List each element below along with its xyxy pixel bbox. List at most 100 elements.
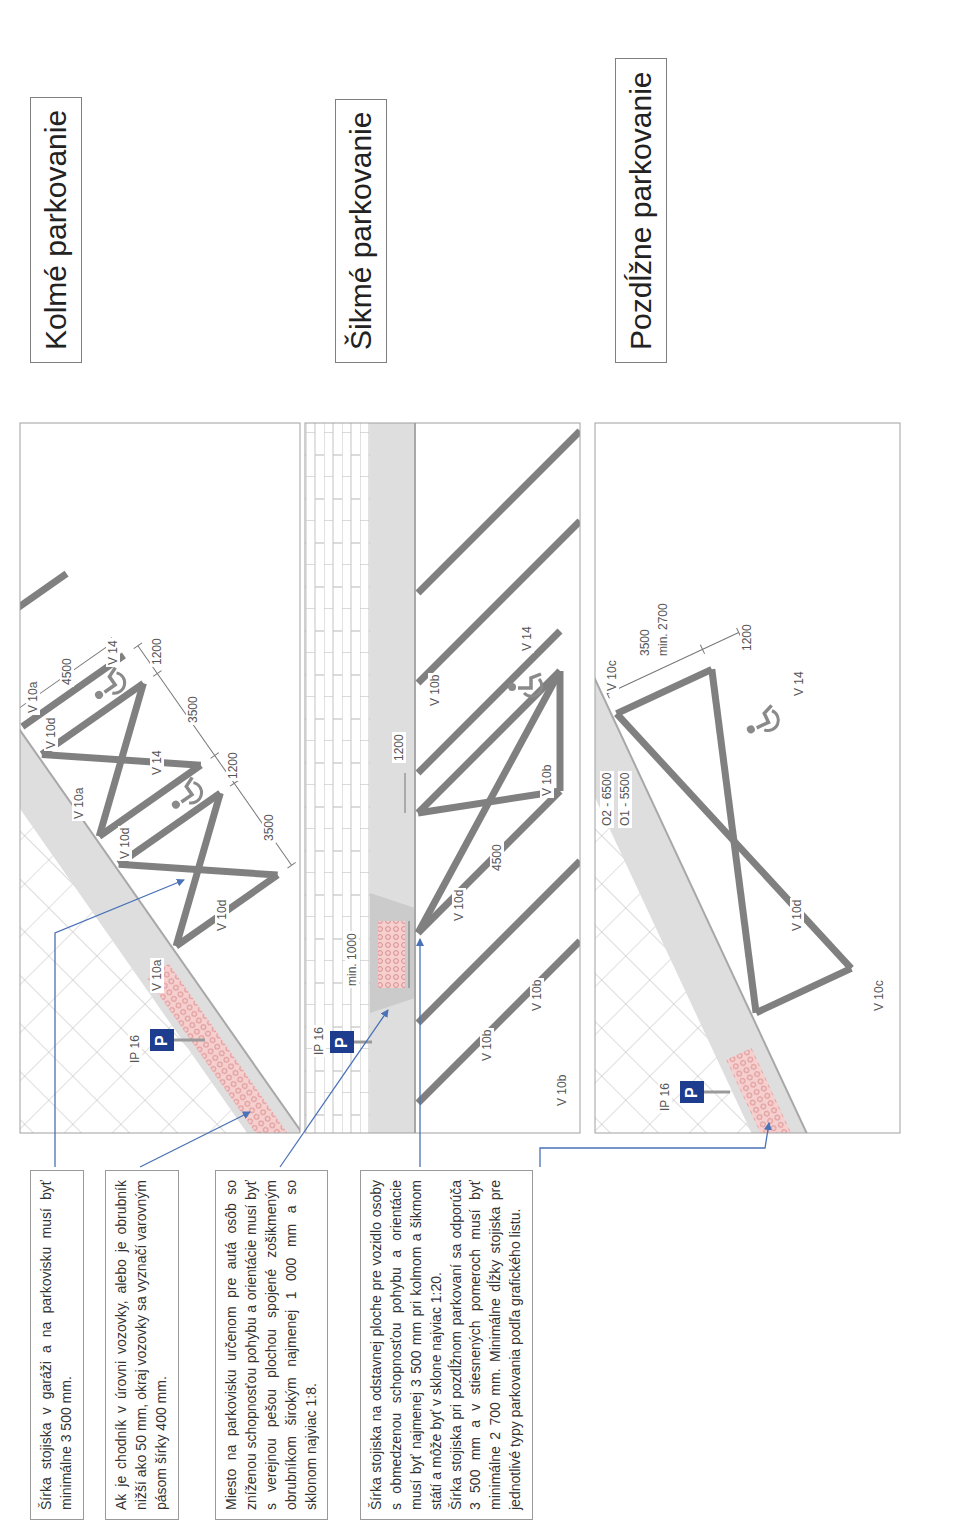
parallel-parking-plan	[607, 632, 738, 693]
note-text: Šírka stojiska pri pozdĺžnom parkovaní s…	[447, 1180, 527, 1510]
dimension-label: 1200	[150, 636, 164, 667]
angled-parking-plan	[330, 1031, 354, 1053]
angled-parking-plan	[557, 671, 564, 791]
panel-frame	[20, 423, 900, 1133]
perpendicular-parking-plan	[42, 683, 201, 836]
angled-parking-plan	[418, 791, 560, 813]
dimension-label: V 10c	[605, 658, 619, 693]
dimension-label: V 10d	[118, 826, 132, 861]
parallel-parking-plan	[605, 628, 741, 698]
leader-line	[55, 880, 184, 1167]
dimension-label: V 14	[520, 624, 534, 653]
dimension-label: V 10b	[480, 1028, 494, 1063]
angled-parking-plan	[416, 423, 580, 1133]
parallel-parking-plan	[726, 1048, 815, 1133]
perpendicular-parking-plan	[20, 423, 300, 1133]
dimension-label: V 10d	[215, 898, 229, 933]
dimension-label: V 14	[150, 748, 164, 777]
perpendicular-parking-plan	[287, 862, 295, 868]
angled-parking-plan	[418, 671, 560, 813]
angled-parking-plan	[409, 921, 410, 988]
title-text: Šikmé parkovanie	[342, 112, 380, 350]
note-box: Šírka stojiska v garáži a na parkovisku …	[30, 1170, 84, 1520]
title-text: Pozdĺžne parkovanie	[622, 71, 660, 350]
dimension-label: O1 - 5500	[618, 771, 632, 828]
note-text: Miesto na parkovisku určenom pre autá os…	[222, 1180, 321, 1510]
dimension-label: V 10d	[790, 898, 804, 933]
parallel-parking-plan	[617, 669, 712, 713]
angled-parking-plan	[378, 921, 405, 988]
leader-line	[55, 880, 769, 1167]
perpendicular-parking-plan	[42, 683, 201, 836]
title-box: Šikmé parkovanie	[335, 99, 387, 363]
note-text: Šírka stojiska na odstavnej ploche pre v…	[367, 1180, 447, 1510]
angled-parking-plan	[405, 773, 409, 988]
angled-parking-plan	[418, 521, 580, 683]
dimension-label: IP 16	[658, 1081, 672, 1113]
perpendicular-parking-plan	[165, 777, 205, 815]
title-box: Pozdĺžne parkovanie	[615, 58, 667, 363]
note-text: Šírka stojiska v garáži a na parkovisku …	[37, 1180, 77, 1510]
note-text: Ak je chodník v úrovni vozovky, alebo je…	[112, 1180, 172, 1510]
dimension-label: min. 1000	[345, 931, 359, 988]
perpendicular-parking-plan	[20, 423, 300, 1133]
dimension-label: 3500	[186, 694, 200, 725]
dimension-label: 4500	[490, 842, 504, 873]
perpendicular-parking-plan	[119, 793, 278, 946]
dimension-label: V 10d	[452, 888, 466, 923]
perpendicular-parking-plan	[119, 793, 278, 946]
dimension-label: V 14	[792, 669, 806, 698]
note-box: Šírka stojiska na odstavnej ploche pre v…	[360, 1170, 533, 1520]
dimension-label: IP 16	[312, 1025, 326, 1057]
leader-line	[140, 1112, 250, 1167]
title-text: Kolmé parkovanie	[37, 110, 75, 350]
dimension-label: V 10a	[150, 958, 164, 993]
perpendicular-parking-plan	[150, 1029, 174, 1051]
dimension-label: V 10b	[555, 1073, 569, 1108]
parallel-parking-plan	[756, 968, 851, 1012]
dimension-label: V 10a	[26, 680, 40, 715]
parallel-parking-plan	[617, 669, 852, 1012]
dimension-label: V 14	[106, 638, 120, 667]
perpendicular-parking-plan	[20, 423, 300, 1133]
angled-parking-plan	[418, 431, 580, 593]
note-box: Ak je chodník v úrovni vozovky, alebo je…	[105, 1170, 179, 1520]
parallel-parking-plan	[595, 423, 900, 1133]
perpendicular-parking-plan	[88, 667, 128, 705]
angled-parking-plan	[370, 893, 415, 1013]
angled-parking-plan	[508, 674, 542, 696]
dimension-label: V 10b	[530, 978, 544, 1013]
dimension-label: V 10a	[72, 786, 86, 821]
dimension-label: 3500	[638, 627, 652, 658]
parallel-parking-plan	[680, 1081, 704, 1103]
leader-line	[280, 1010, 388, 1167]
perpendicular-parking-plan	[230, 780, 238, 786]
angled-parking-plan	[418, 631, 560, 773]
dimension-label: V 10b	[428, 673, 442, 708]
angled-parking-plan	[418, 431, 580, 1103]
parallel-parking-plan	[700, 645, 704, 654]
dimension-label: V 10b	[540, 763, 554, 798]
panel-frame	[20, 423, 300, 1133]
leader-line	[419, 939, 420, 1167]
dimension-label: O2 - 6500	[600, 771, 614, 828]
perpendicular-parking-plan	[138, 646, 292, 866]
dimension-label: 1200	[226, 750, 240, 781]
angled-parking-plan	[405, 773, 406, 813]
perpendicular-parking-plan	[20, 423, 300, 1133]
dimension-label: IP 16	[128, 1033, 142, 1065]
parallel-parking-plan	[595, 423, 900, 1133]
leader-line	[540, 1123, 769, 1167]
perpendicular-parking-plan	[20, 625, 296, 946]
panel-frame	[595, 423, 900, 1133]
sign-letter: P	[153, 1035, 171, 1046]
panel-frame	[305, 423, 580, 1133]
angled-parking-plan	[305, 423, 580, 1133]
dimension-label: V 10d	[44, 716, 58, 751]
parallel-parking-plan	[704, 1091, 730, 1094]
perpendicular-parking-plan	[20, 423, 300, 1133]
perpendicular-parking-plan	[147, 963, 300, 1133]
perpendicular-parking-plan	[174, 1039, 205, 1042]
perpendicular-parking-plan	[153, 671, 161, 677]
